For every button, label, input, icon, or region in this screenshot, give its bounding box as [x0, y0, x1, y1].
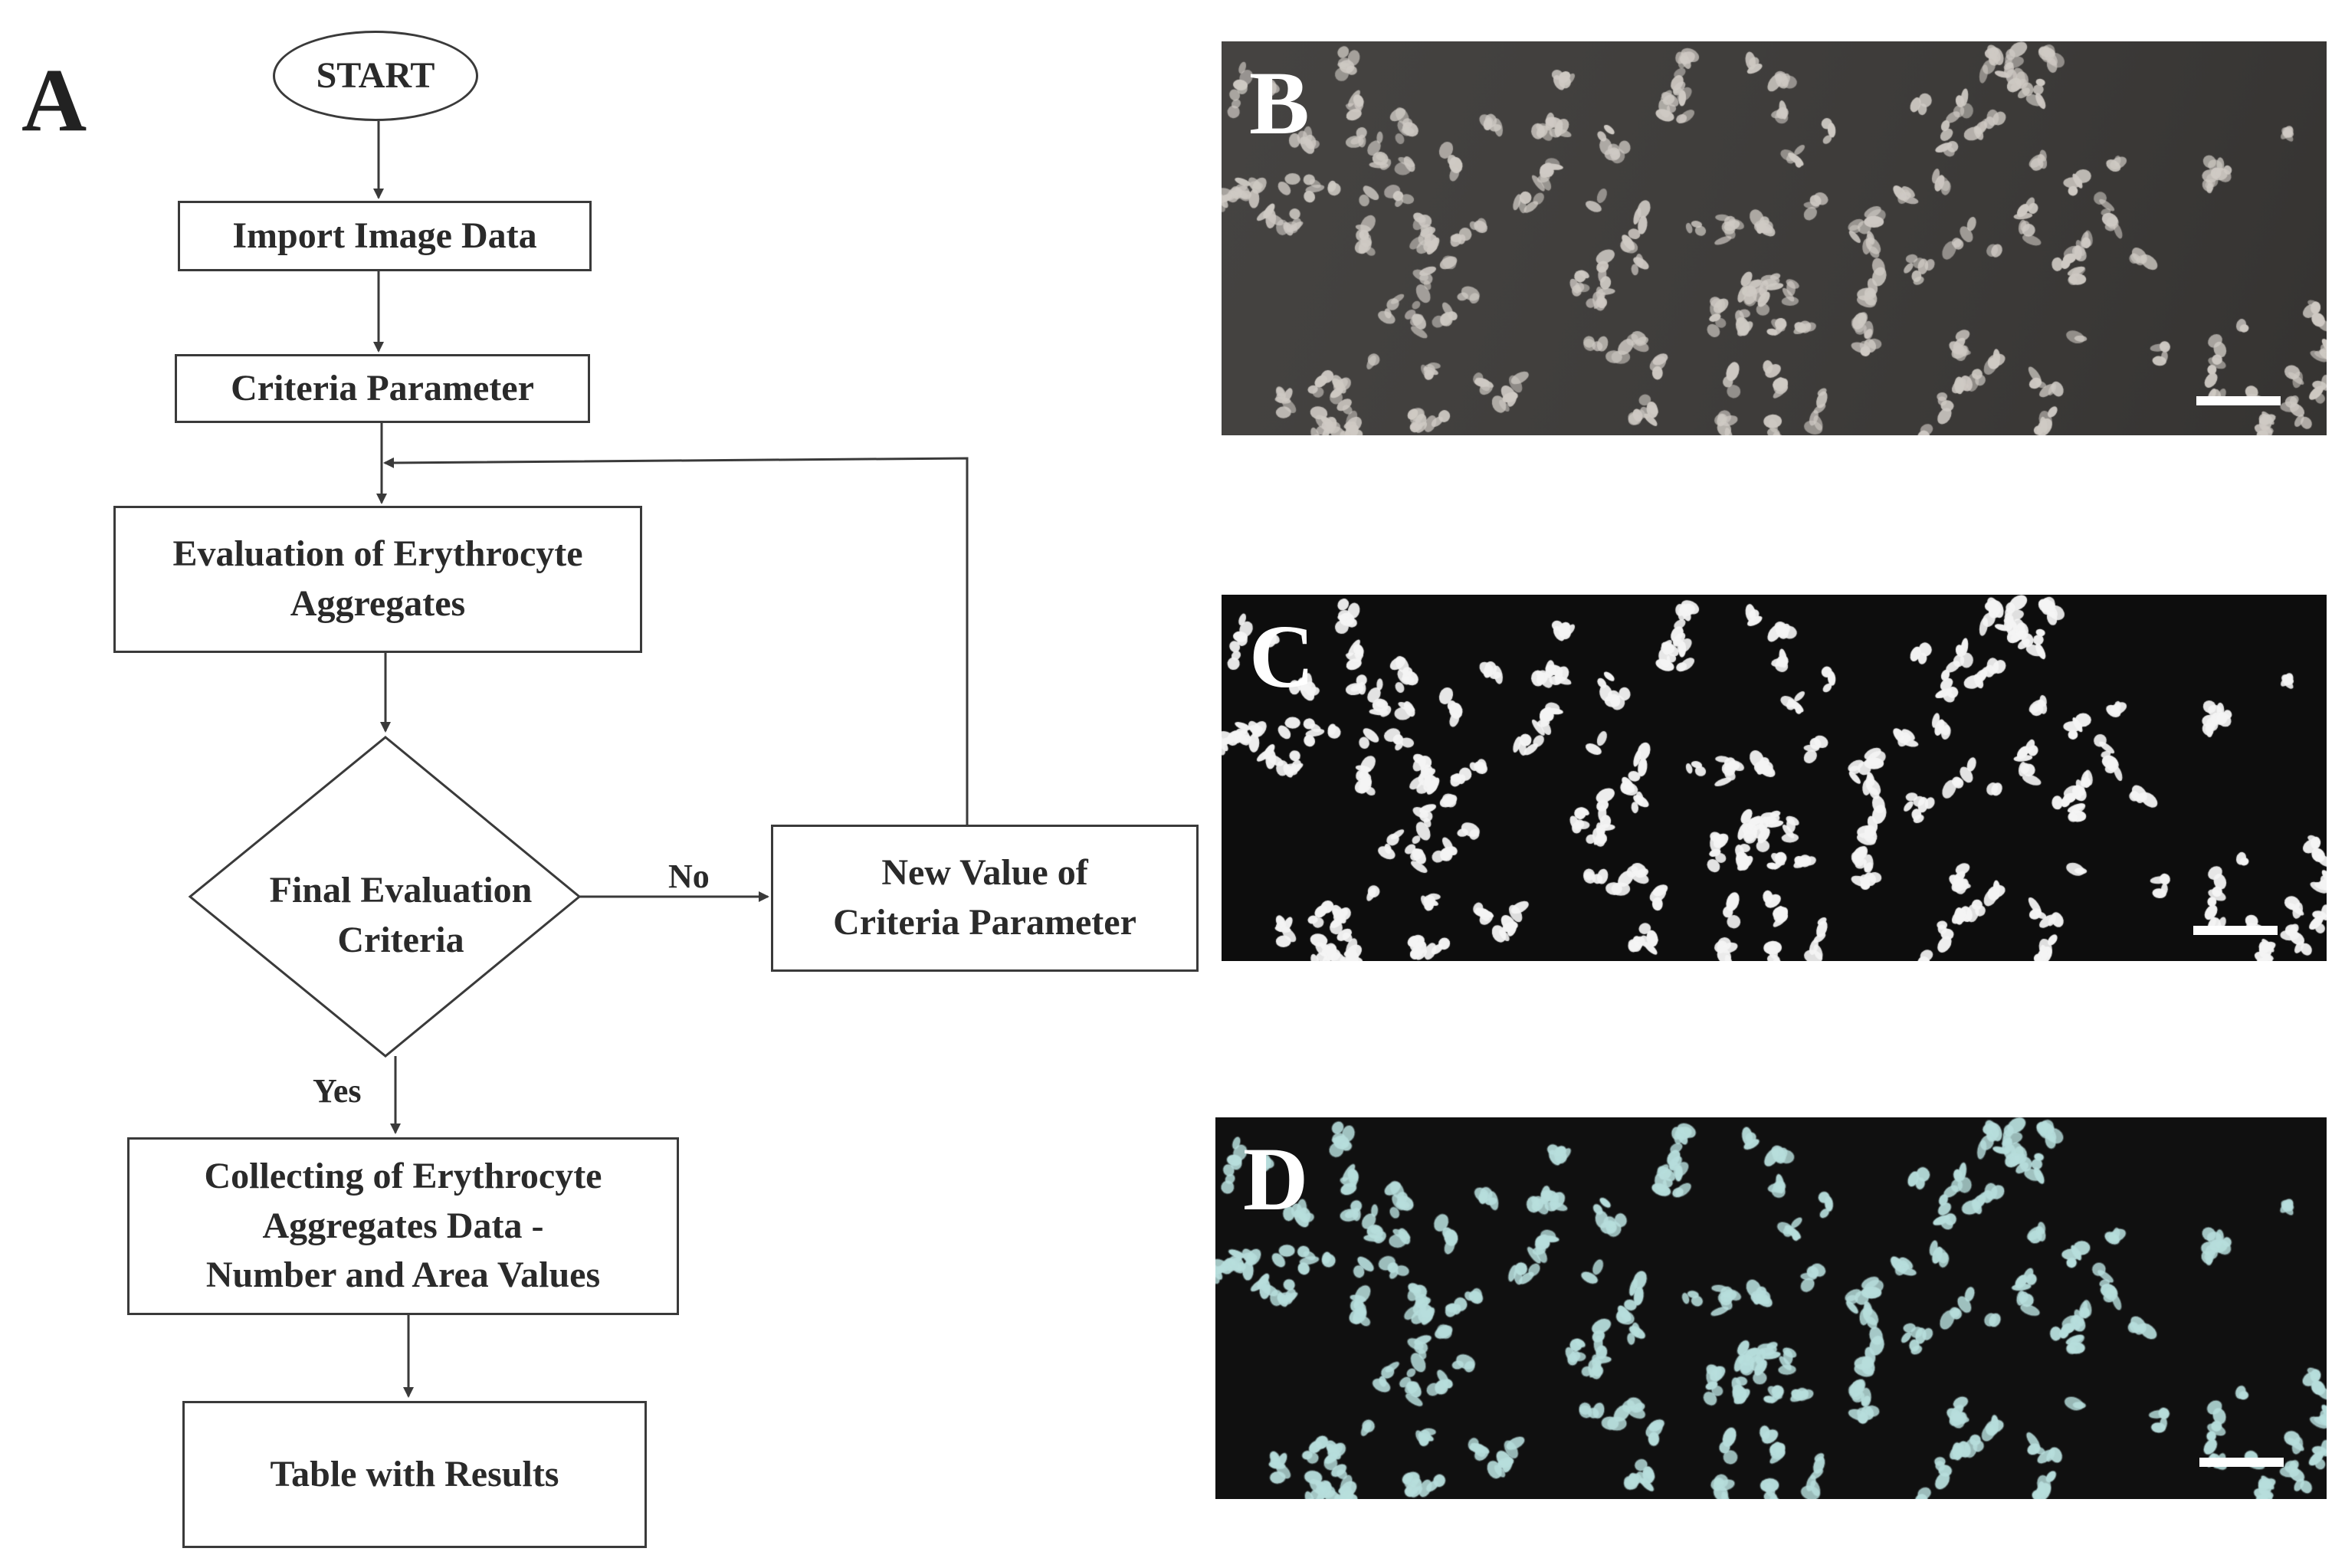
table-with-results-label: Table with Results — [270, 1453, 559, 1494]
panel-c-scale-bar — [2193, 926, 2278, 935]
panel-b-cells — [1222, 41, 2327, 435]
panel-d-label: D — [1243, 1129, 1309, 1229]
loop-back-connector — [383, 457, 969, 825]
panel-c-micrograph: C — [1222, 595, 2327, 961]
final-evaluation-criteria-label: Final Evaluation Criteria — [269, 870, 533, 960]
evaluation-box: Evaluation of Erythrocyte Aggregates — [113, 506, 642, 653]
panel-b-scale-bar — [2196, 396, 2281, 405]
panel-c-label: C — [1249, 606, 1315, 707]
criteria-parameter-box: Criteria Parameter — [175, 354, 590, 423]
edge-label-yes: Yes — [313, 1072, 362, 1110]
criteria-parameter-label: Criteria Parameter — [231, 367, 534, 408]
panel-d-micrograph: D — [1215, 1117, 2327, 1499]
new-value-box: New Value of Criteria Parameter — [771, 825, 1199, 972]
import-image-data-label: Import Image Data — [232, 215, 537, 256]
new-value-label: New Value of Criteria Parameter — [833, 852, 1136, 943]
table-with-results-box: Table with Results — [182, 1401, 647, 1548]
panel-d-scale-bar — [2199, 1458, 2284, 1467]
import-image-data-box: Import Image Data — [178, 201, 592, 271]
panel-d-cells — [1215, 1117, 2327, 1499]
panel-b-micrograph: B — [1222, 41, 2327, 435]
edge-label-no: No — [668, 858, 710, 895]
decision-diamond — [188, 736, 582, 1058]
start-label: START — [316, 54, 435, 96]
panel-a-label: A — [21, 50, 87, 150]
panel-b-label: B — [1249, 53, 1310, 153]
evaluation-label: Evaluation of Erythrocyte Aggregates — [172, 533, 583, 624]
collecting-data-label: Collecting of Erythrocyte Aggregates Dat… — [204, 1155, 602, 1296]
panel-c-cells — [1222, 595, 2327, 961]
collecting-data-box: Collecting of Erythrocyte Aggregates Dat… — [127, 1137, 679, 1315]
start-node: START — [273, 31, 478, 121]
